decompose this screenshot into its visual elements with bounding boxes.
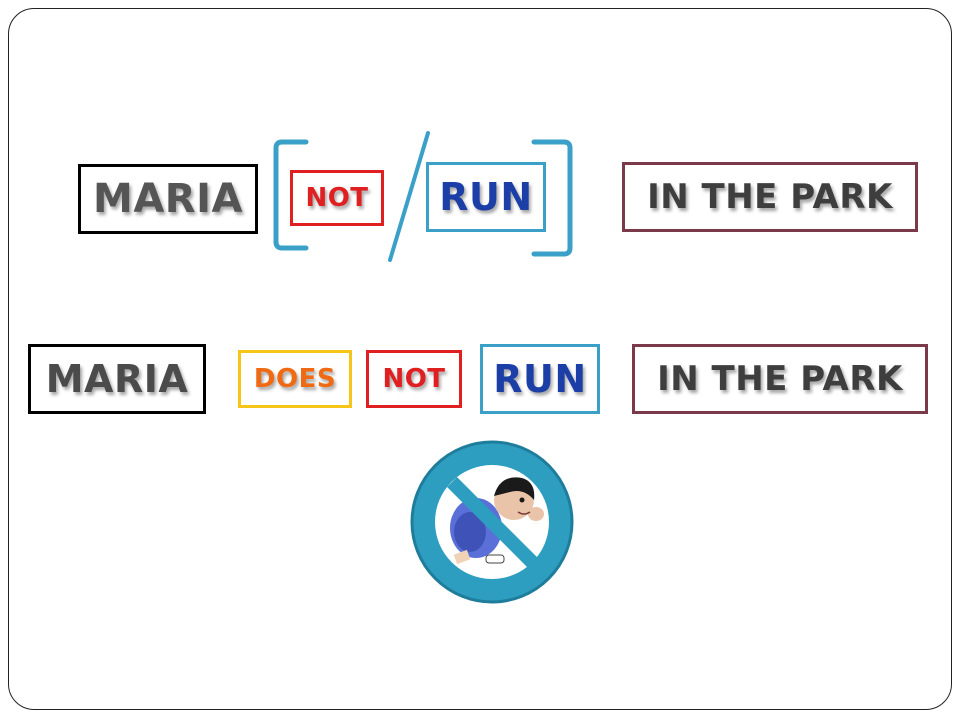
row1-negation-label: NOT — [305, 183, 369, 213]
row1-subject-box: MARIA — [78, 164, 258, 234]
row2-auxiliary-box: DOES — [238, 350, 352, 408]
row1-place-label: IN THE PARK — [647, 177, 893, 217]
row2-negation-label: NOT — [382, 364, 446, 394]
no-running-sign-icon — [410, 440, 574, 604]
row2-place-box: IN THE PARK — [632, 344, 928, 414]
row1-negation-box: NOT — [290, 170, 384, 226]
row2-place-label: IN THE PARK — [657, 359, 903, 399]
row1-verb-box: RUN — [426, 162, 546, 232]
row2-verb-box: RUN — [480, 344, 600, 414]
running-figure-icon — [450, 477, 544, 565]
row1-place-box: IN THE PARK — [622, 162, 918, 232]
slash-icon — [388, 131, 430, 262]
row1-verb-label: RUN — [439, 175, 533, 219]
left-bracket-icon — [273, 139, 309, 251]
row2-subject-label: MARIA — [45, 357, 189, 401]
row2-subject-box: MARIA — [28, 344, 206, 414]
row1-subject-label: MARIA — [93, 176, 243, 222]
row2-auxiliary-label: DOES — [253, 364, 337, 394]
right-bracket-icon — [531, 139, 573, 257]
row2-verb-label: RUN — [493, 357, 587, 401]
row2-negation-box: NOT — [366, 350, 462, 408]
